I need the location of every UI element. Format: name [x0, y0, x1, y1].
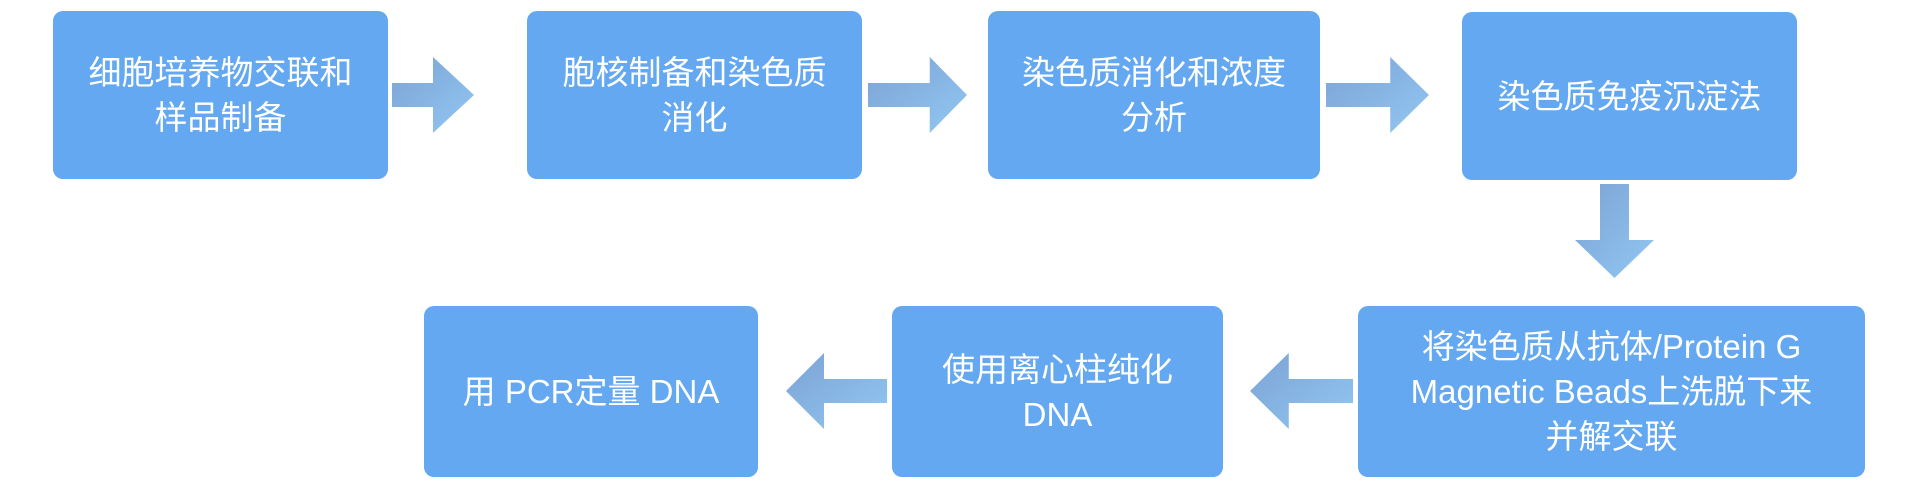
step-2-line-2: 消化 — [661, 99, 728, 136]
step-box-2: 胞核制备和染色质 消化 — [527, 11, 862, 179]
step-1-line-2: 样品制备 — [154, 99, 287, 136]
step-3-line-2: 分析 — [1121, 99, 1187, 136]
arrow-right-icon — [392, 57, 474, 133]
step-5-line-3: 并解交联 — [1545, 418, 1678, 455]
step-7-line-1: 用 PCR定量 DNA — [462, 373, 720, 410]
arrow-right-icon — [868, 57, 967, 133]
step-1-line-1: 细胞培养物交联和 — [88, 54, 353, 91]
step-6-line-1: 使用离心柱纯化 — [942, 350, 1173, 388]
step-box-6: 使用离心柱纯化 DNA — [892, 306, 1223, 477]
step-6-line-2: DNA — [1022, 395, 1093, 433]
arrow-down-icon — [1575, 184, 1654, 278]
step-box-1: 细胞培养物交联和 样品制备 — [53, 11, 388, 179]
step-4-line-1: 染色质免疫沉淀法 — [1497, 77, 1762, 115]
step-5-line-1: 将染色质从抗体/Protein G — [1421, 328, 1802, 365]
step-box-3: 染色质消化和浓度 分析 — [988, 11, 1320, 179]
arrow-right-icon — [1326, 57, 1429, 133]
step-5-line-2: Magnetic Beads上洗脱下来 — [1410, 373, 1813, 410]
arrow-left-icon — [1250, 353, 1353, 429]
step-2-line-1: 胞核制备和染色质 — [562, 54, 827, 91]
arrow-left-icon — [786, 353, 887, 429]
step-box-5: 将染色质从抗体/Protein G Magnetic Beads上洗脱下来 并解… — [1358, 306, 1865, 477]
step-box-4: 染色质免疫沉淀法 — [1462, 12, 1797, 180]
step-box-7: 用 PCR定量 DNA — [424, 306, 758, 477]
step-3-line-1: 染色质消化和浓度 — [1022, 54, 1286, 91]
